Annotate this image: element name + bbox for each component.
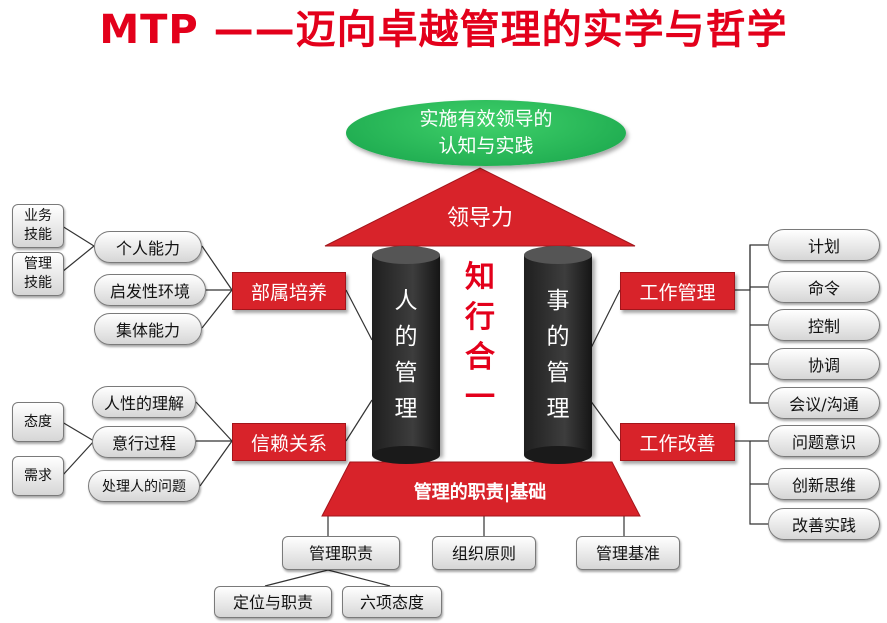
center-motto: 知 行 合 一 — [445, 258, 515, 418]
pillar-people-char: 人 — [394, 288, 418, 314]
attitude-box: 态度 — [12, 402, 64, 442]
roof-label: 领导力 — [446, 206, 513, 231]
control-pill: 控制 — [768, 309, 880, 341]
management-duties-box: 管理职责 — [282, 536, 400, 570]
oval-line-2: 认知与实践 — [438, 135, 534, 157]
management-standards-box: 管理基准 — [576, 536, 680, 570]
plan-pill: 计划 — [768, 229, 880, 261]
pillar-people-char: 的 — [394, 324, 418, 350]
needs-box: 需求 — [12, 456, 64, 496]
pillar-people: 人 的 管 理 — [372, 246, 440, 464]
command-pill: 命令 — [768, 271, 880, 303]
page-title: MTP ——迈向卓越管理的实学与哲学 — [99, 7, 788, 53]
human-nature-pill: 人性的理解 — [92, 386, 196, 418]
motto-char: 合 — [465, 340, 495, 375]
intent-process-pill: 意行过程 — [92, 426, 196, 458]
box-line: 技能 — [24, 275, 52, 291]
motto-char: 一 — [465, 380, 495, 415]
management-skill-box: 管理 技能 — [12, 252, 64, 296]
oval-line-1: 实施有效领导的 — [419, 108, 553, 130]
six-attitudes-box: 六项态度 — [342, 586, 442, 618]
position-duties-box: 定位与职责 — [214, 586, 332, 618]
meeting-communication-pill: 会议/沟通 — [768, 387, 880, 419]
collective-ability-pill: 集体能力 — [94, 313, 202, 345]
pillar-affairs-char: 的 — [546, 324, 570, 350]
pillar-affairs-char: 理 — [546, 396, 570, 422]
improvement-practice-pill: 改善实践 — [768, 508, 880, 540]
coordinate-pill: 协调 — [768, 348, 880, 380]
base-label: 管理的职责|基础 — [413, 482, 547, 503]
inspiring-environment-pill: 启发性环境 — [94, 274, 206, 306]
subordinate-development: 部属培养 — [232, 272, 346, 310]
pillar-people-char: 管 — [394, 360, 418, 386]
pillar-affairs-char: 事 — [546, 288, 570, 314]
people-problems-pill: 处理人的问题 — [88, 470, 200, 502]
pillar-people-char: 理 — [394, 396, 418, 422]
pillar-affairs-char: 管 — [546, 360, 570, 386]
box-line: 业务 — [24, 208, 52, 224]
work-management: 工作管理 — [620, 272, 735, 310]
business-skill-box: 业务 技能 — [12, 204, 64, 248]
pillar-affairs: 事 的 管 理 — [524, 246, 592, 464]
box-line: 技能 — [24, 227, 52, 243]
motto-char: 知 — [465, 260, 495, 295]
organization-principles-box: 组织原则 — [432, 536, 536, 570]
leadership-oval: 实施有效领导的 认知与实践 — [346, 100, 626, 166]
motto-char: 行 — [465, 300, 495, 335]
trust-relationship: 信赖关系 — [232, 423, 346, 461]
personal-ability-pill: 个人能力 — [94, 231, 202, 263]
box-line: 管理 — [24, 256, 52, 272]
problem-awareness-pill: 问题意识 — [768, 425, 880, 457]
work-improvement: 工作改善 — [620, 423, 735, 461]
innovative-thinking-pill: 创新思维 — [768, 468, 880, 500]
